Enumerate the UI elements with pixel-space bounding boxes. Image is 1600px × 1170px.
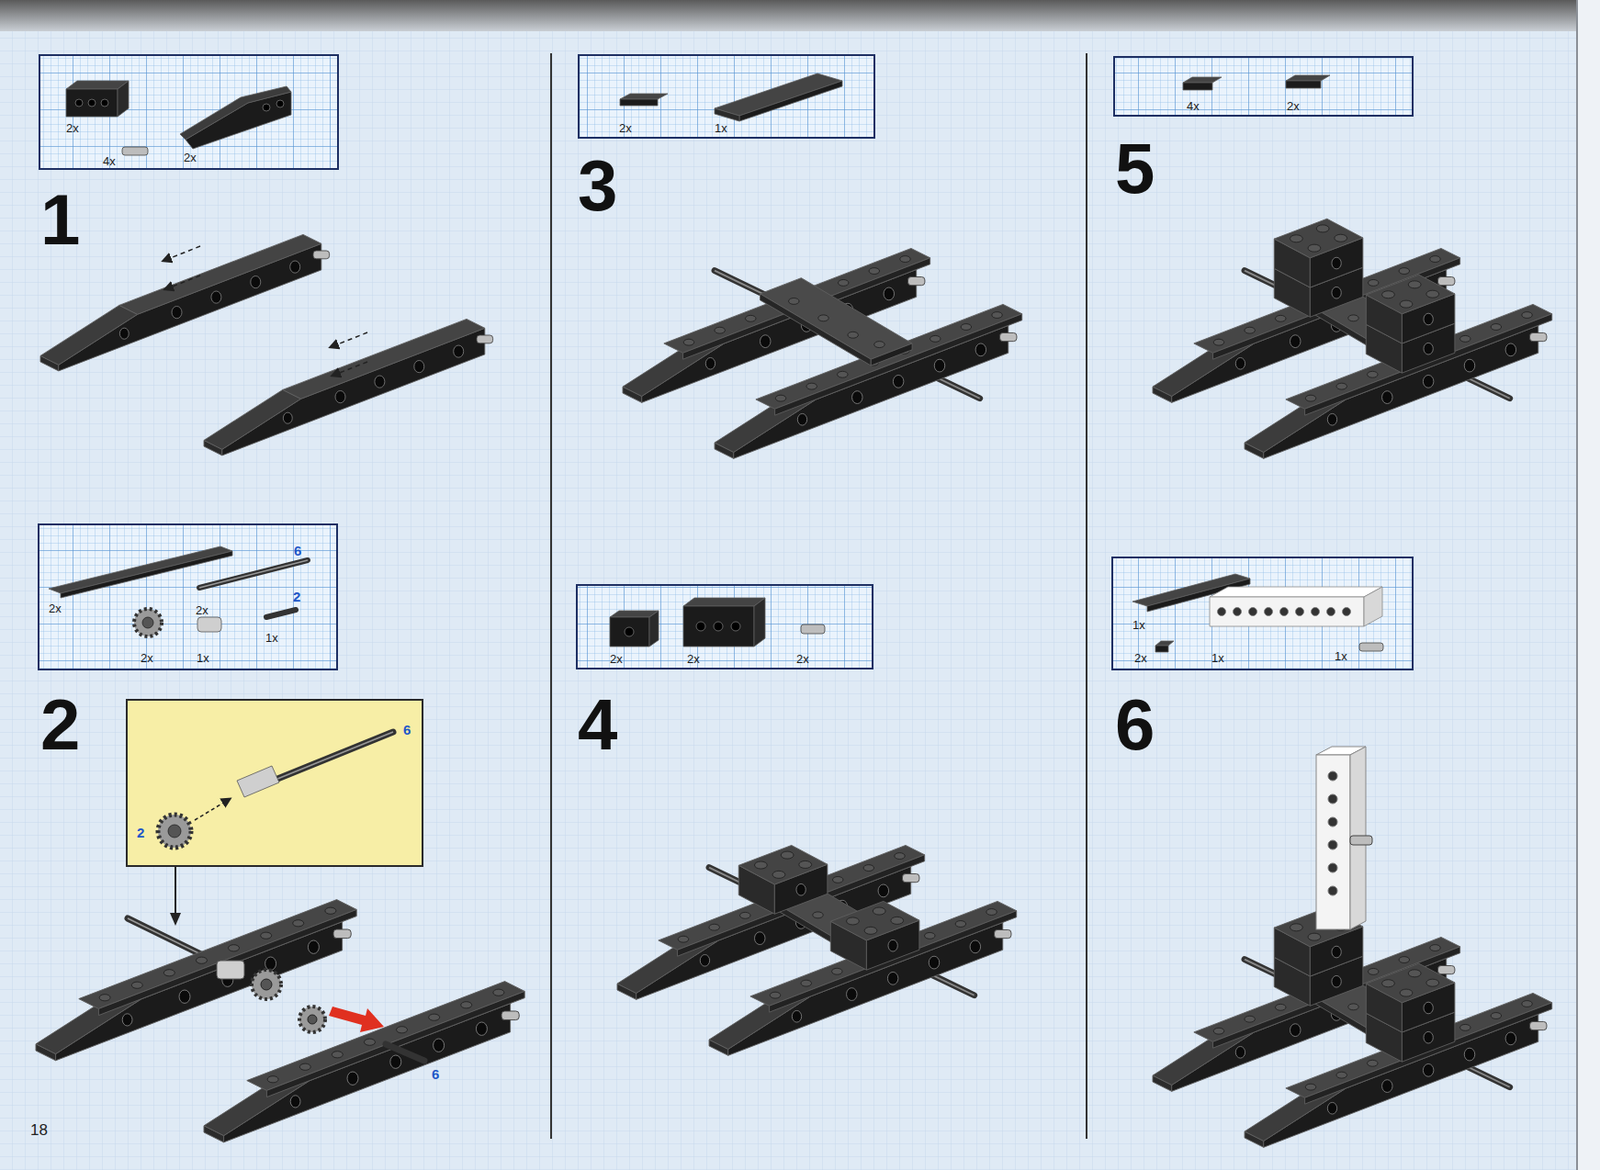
parts-box: 4x 2x: [1113, 56, 1414, 117]
part-count: 2x: [1286, 100, 1300, 113]
step-1-model: [40, 234, 494, 456]
part-count: 1x: [196, 652, 210, 665]
step-number: 1: [40, 183, 80, 256]
part-count: 2x: [687, 653, 700, 665]
part-count: 4x: [102, 155, 116, 168]
part-count: 2x: [195, 604, 209, 617]
parts-box: 1x 2x 1x 1x: [1111, 556, 1414, 671]
step-5-model: [1152, 218, 1553, 459]
part-count: 2x: [183, 151, 197, 164]
step-4-model: [617, 845, 1017, 1056]
step-number: 5: [1115, 132, 1155, 204]
parts-box: 62: [125, 698, 424, 868]
parts-box: 2x 4x 2x: [38, 54, 339, 170]
step-3-model: [622, 247, 1023, 459]
part-count: 2x: [48, 602, 62, 615]
part-count: 1x: [1334, 650, 1348, 663]
parts-box: 2x 2x 2x: [575, 584, 874, 670]
step-number: 3: [577, 149, 618, 222]
length-number: 6: [293, 543, 302, 558]
parts-box: 2x 6 2x 2 1x 2x 1x: [37, 523, 339, 671]
step-6-model: [1152, 746, 1553, 1148]
part-count: 1x: [265, 631, 279, 644]
part-count: 2x: [796, 653, 810, 665]
parts-box-grounds: [37, 54, 1414, 868]
callout-number: 6: [431, 1067, 440, 1082]
part-count: 2x: [1134, 652, 1148, 665]
part-count: 2x: [66, 122, 79, 135]
parts-box: 2x 1x: [577, 54, 876, 139]
step-2-model: [35, 867, 525, 1143]
part-count: 1x: [1211, 652, 1225, 665]
part-count: 2x: [619, 122, 632, 135]
length-number: 6: [403, 722, 411, 737]
page-number: 18: [30, 1122, 48, 1139]
part-icons: [48, 73, 1384, 848]
part-count: 2x: [609, 653, 623, 665]
part-count: 1x: [714, 122, 728, 135]
part-count: 4x: [1186, 100, 1200, 113]
length-number: 2: [136, 825, 145, 840]
step-number: 4: [577, 688, 618, 761]
part-count: 1x: [1132, 619, 1146, 631]
length-number: 2: [292, 589, 301, 604]
step-number: 2: [40, 688, 80, 761]
part-count: 2x: [140, 652, 154, 665]
step-number: 6: [1115, 688, 1155, 761]
